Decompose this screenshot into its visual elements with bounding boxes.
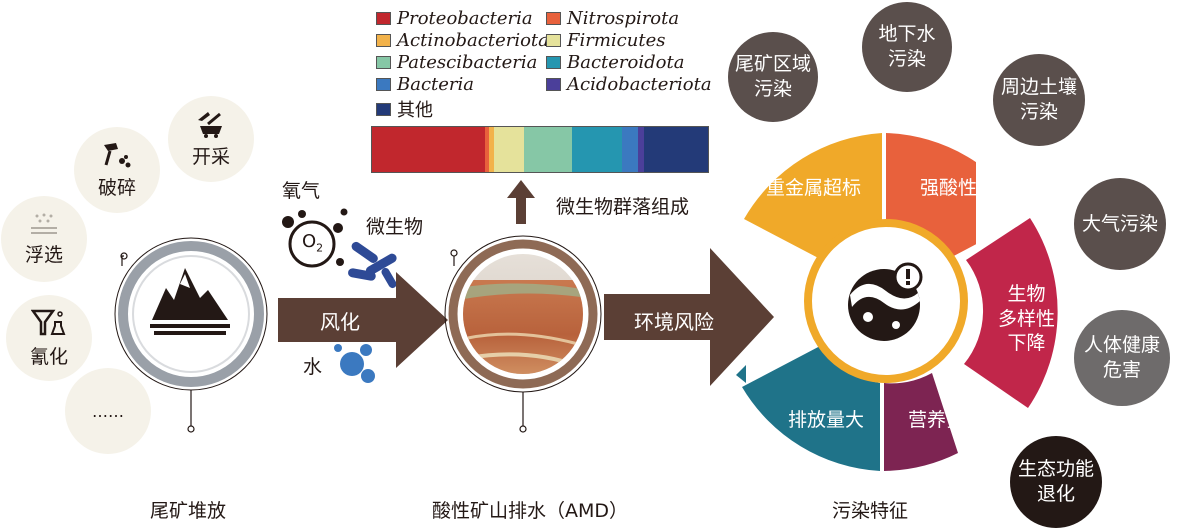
amd-photo	[463, 254, 583, 374]
process-crushing: 破碎	[74, 127, 160, 213]
legend-item: Bacteria	[376, 74, 474, 95]
o2-symbol: O2	[302, 231, 324, 255]
bar-segment	[571, 127, 622, 172]
mountain-icon	[150, 268, 230, 335]
legend-label: Actinobacteriota	[397, 30, 549, 51]
process-mining: 开采	[168, 96, 254, 182]
feature-nutrient-segment	[884, 373, 958, 471]
bar-segment	[494, 127, 525, 172]
legend-swatch	[546, 12, 561, 25]
amd-circle	[444, 235, 602, 433]
legend-swatch	[376, 56, 391, 69]
feature-strong-acid-segment	[886, 133, 976, 259]
process-flotation: 浮选	[1, 196, 87, 282]
legend-swatch	[376, 78, 391, 91]
legend-item: Bacteroidota	[546, 52, 684, 73]
risk-groundwater: 地下水污染	[862, 2, 952, 92]
stage-pollution: 污染特征	[832, 500, 909, 522]
risk-soil: 周边土壤污染	[993, 54, 1085, 146]
funnel-icon	[31, 309, 66, 335]
feature-heavy-metal: 重金属超标	[766, 177, 862, 199]
legend-item: Nitrospirota	[546, 8, 679, 29]
stage-tailings: 尾矿堆放	[150, 500, 227, 522]
water-drop-icon	[334, 344, 375, 383]
legend-label: Firmicutes	[567, 30, 666, 51]
legend-item: Firmicutes	[546, 30, 665, 51]
legend-swatch	[546, 56, 561, 69]
mining-cart-icon	[198, 111, 222, 138]
water-label: 水	[303, 356, 323, 378]
stage-amd: 酸性矿山排水（AMD）	[432, 500, 629, 522]
bar-segment	[372, 127, 486, 172]
legend-label: 其他	[397, 100, 433, 121]
process-crushing-label: 破碎	[97, 176, 136, 199]
bar-segment	[524, 127, 572, 172]
env-risk-label: 环境风险	[634, 310, 714, 334]
process-more-label: ……	[92, 401, 124, 421]
bar-segment	[485, 127, 490, 172]
legend-label: Patescibacteria	[397, 52, 538, 73]
risk-tailings-area: 尾矿区域污染	[728, 32, 818, 122]
flotation-icon	[31, 213, 57, 234]
legend-item: 其他	[376, 96, 433, 122]
process-flotation-label: 浮选	[24, 243, 63, 266]
legend-item: Acidobacteriota	[546, 74, 712, 95]
legend-item: Actinobacteriota	[376, 30, 549, 51]
microbe-icon	[348, 241, 397, 289]
risk-air: 大气污染	[1074, 178, 1166, 270]
microbe-label: 微生物	[366, 216, 424, 238]
legend-label: Bacteroidota	[567, 52, 685, 73]
feature-biodiversity-segment	[964, 218, 1058, 408]
legend-swatch	[546, 34, 561, 47]
legend-swatch	[376, 34, 391, 47]
legend-swatch	[376, 102, 391, 116]
legend-label: Acidobacteriota	[567, 74, 712, 95]
bar-segment	[621, 127, 639, 172]
feature-biodiversity: 生物 多样性 下降	[998, 283, 1056, 355]
process-more: ……	[65, 368, 151, 454]
env-risk-arrow	[604, 248, 774, 386]
bar-segment	[644, 127, 708, 172]
legend-swatch	[546, 78, 561, 91]
feature-strong-acid: 强酸性	[920, 177, 978, 199]
process-cyanidation: 氰化	[6, 295, 92, 381]
community-arrow	[507, 180, 535, 224]
feature-discharge: 排放量大	[788, 409, 865, 431]
hammer-icon	[104, 142, 131, 167]
bar-segment	[638, 127, 645, 172]
process-cyanidation-label: 氰化	[29, 345, 68, 368]
legend-swatch	[376, 12, 391, 25]
tailings-circle	[114, 237, 268, 433]
weathering-arrow	[278, 272, 448, 368]
oxygen-label: 氧气	[282, 180, 321, 202]
feature-discharge-segment	[742, 345, 880, 471]
feature-nutrient: 营养贫瘠	[908, 409, 985, 431]
legend-label: Nitrospirota	[567, 8, 680, 29]
community-stacked-bar	[371, 126, 709, 173]
risk-ecology: 生态功能退化	[1010, 436, 1102, 528]
legend-label: Bacteria	[397, 74, 475, 95]
weathering-label: 风化	[320, 310, 360, 334]
process-mining-label: 开采	[191, 145, 230, 168]
legend-label: Proteobacteria	[397, 8, 533, 29]
polluted-globe-icon	[848, 262, 923, 341]
o2-bubble-icon	[282, 208, 348, 268]
risk-health: 人体健康危害	[1074, 310, 1170, 406]
legend-item: Proteobacteria	[376, 8, 533, 29]
bar-segment	[489, 127, 495, 172]
pollution-wheel	[736, 133, 976, 471]
legend-item: Patescibacteria	[376, 52, 537, 73]
community-label: 微生物群落组成	[556, 196, 690, 218]
